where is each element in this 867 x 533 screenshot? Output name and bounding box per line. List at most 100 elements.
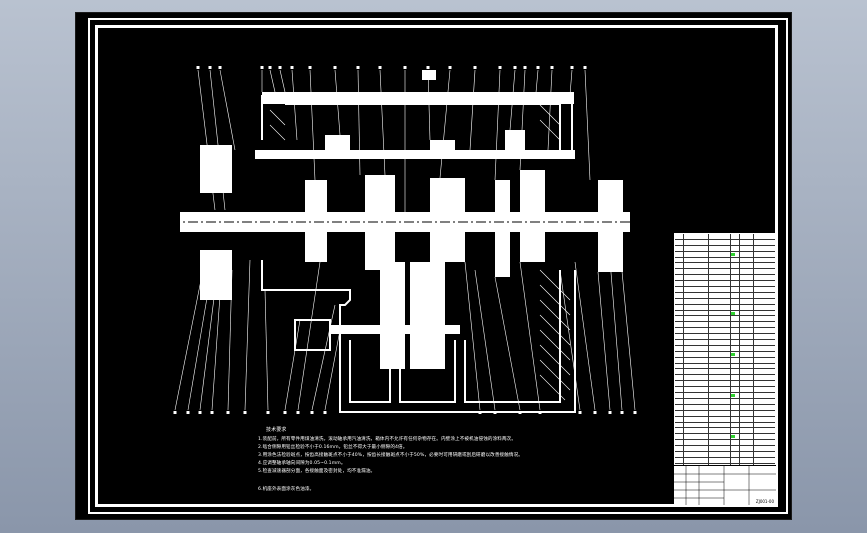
bom-cell <box>675 428 684 434</box>
bom-cell <box>675 310 684 316</box>
part-balloon <box>403 66 407 69</box>
bom-cell <box>740 345 755 351</box>
bom-cell <box>684 316 710 322</box>
bom-cell <box>684 275 710 281</box>
bom-cell <box>731 457 740 463</box>
bom-cell <box>740 322 755 328</box>
bom-cell <box>754 299 775 304</box>
bom-cell <box>684 263 710 269</box>
bom-cell <box>754 293 775 298</box>
bom-cell <box>740 251 755 257</box>
bom-row <box>675 340 775 346</box>
bom-cell <box>731 410 740 416</box>
bom-cell <box>740 328 755 334</box>
bom-cell <box>740 440 755 446</box>
bom-cell <box>731 340 740 345</box>
bom-cell <box>731 363 740 369</box>
bom-cell <box>731 275 740 281</box>
bom-cell <box>709 410 732 416</box>
bom-cell <box>754 423 775 428</box>
bom-cell <box>740 263 755 269</box>
sheet-inner-border <box>95 25 778 507</box>
bom-cell <box>731 446 740 451</box>
bom-cell <box>740 451 755 457</box>
bom-cell <box>684 369 710 375</box>
bom-cell <box>731 334 740 340</box>
bom-cell <box>754 440 775 445</box>
bom-cell <box>709 387 732 393</box>
gear-8 <box>430 232 465 262</box>
bom-cell <box>740 298 755 304</box>
bom-cell <box>754 246 775 251</box>
bom-cell <box>731 234 740 239</box>
part-balloon <box>570 66 574 69</box>
part-balloon <box>308 66 312 69</box>
bom-cell <box>740 375 755 381</box>
top-plug <box>422 70 436 80</box>
bom-row <box>675 375 775 382</box>
bom-cell <box>754 263 775 268</box>
part-balloon <box>218 66 222 69</box>
part-balloon <box>478 411 482 414</box>
bom-cell <box>754 269 775 274</box>
bom-cell <box>675 375 684 381</box>
bom-cell <box>709 345 732 351</box>
bom-cell <box>740 234 755 239</box>
bom-cell <box>684 451 710 457</box>
bom-cell <box>731 440 740 446</box>
bom-cell <box>684 387 710 393</box>
bom-cell <box>675 381 684 387</box>
bill-of-materials-table <box>674 233 776 505</box>
bom-row <box>675 428 775 435</box>
part-balloon <box>448 66 452 69</box>
bom-cell <box>684 328 710 334</box>
bom-cell <box>684 404 710 410</box>
bom-cell <box>684 322 710 328</box>
bom-cell <box>754 316 775 321</box>
bom-cell <box>684 234 710 239</box>
bom-cell <box>740 269 755 275</box>
part-balloon <box>186 411 190 414</box>
part-balloon <box>333 66 337 69</box>
bom-cell <box>709 357 732 363</box>
bom-cell <box>684 446 710 451</box>
part-balloon <box>323 411 327 414</box>
gear-9 <box>495 232 510 277</box>
bom-cell <box>740 416 755 422</box>
bom-cell <box>740 316 755 322</box>
part-balloon <box>608 411 612 414</box>
bom-cell <box>709 316 732 322</box>
bom-cell <box>675 281 684 287</box>
bom-cell <box>684 281 710 287</box>
bom-cell <box>684 440 710 446</box>
bom-cell <box>709 451 732 457</box>
bom-cell <box>709 457 732 463</box>
title-block: ZJ001-00 <box>674 465 776 505</box>
bom-cell <box>684 334 710 340</box>
material-marker <box>731 311 736 315</box>
part-balloon <box>578 411 582 414</box>
bom-cell <box>675 457 684 463</box>
bom-cell <box>709 251 732 257</box>
bom-cell <box>709 298 732 304</box>
bom-cell <box>675 328 684 334</box>
lower-gear-1 <box>380 262 405 325</box>
bom-cell <box>754 411 775 416</box>
bom-cell <box>731 369 740 375</box>
bom-cell <box>684 363 710 369</box>
bom-cell <box>740 457 755 463</box>
gear-4 <box>495 180 510 212</box>
bom-cell <box>731 404 740 410</box>
bom-cell <box>740 381 755 387</box>
bom-row <box>675 304 775 311</box>
bom-cell <box>709 245 732 251</box>
bom-cell <box>675 440 684 446</box>
tech-note-3: 3.用涂色法检验斑点，按齿高接触斑点不小于40%，按齿长接触斑点不小于50%，必… <box>258 453 523 458</box>
bom-cell <box>675 234 684 239</box>
part-balloon <box>538 411 542 414</box>
bom-cell <box>709 398 732 404</box>
lower-shaft <box>330 325 460 334</box>
technical-requirements-title: 技术要求 <box>266 427 287 433</box>
part-balloon <box>620 411 624 414</box>
